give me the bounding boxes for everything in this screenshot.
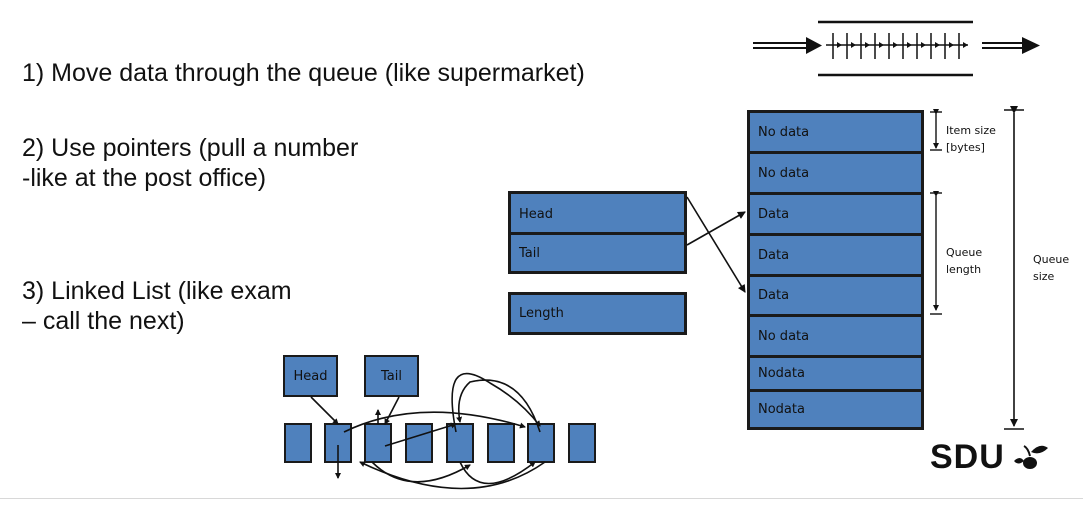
item-size-label-line2: [bytes] xyxy=(946,141,985,154)
conveyor-icon xyxy=(753,20,1040,77)
item-size-label: Item size [bytes] xyxy=(946,122,996,156)
queue-cell: Data xyxy=(747,192,924,233)
conveyor-in-arrowhead xyxy=(806,37,822,54)
conveyor-item-arrow xyxy=(865,42,870,48)
tail-pointer-box: Tail xyxy=(508,232,687,274)
link-arrow-4 xyxy=(384,422,457,447)
queue-length-label: Queue length xyxy=(946,244,982,278)
head-to-data-arrow xyxy=(686,196,746,293)
link-arrow-5 xyxy=(459,461,536,485)
queue-length-label-line1: Queue xyxy=(946,246,983,259)
bullet-use-pointers-line2: -like at the post office) xyxy=(22,164,267,192)
linked-list-node xyxy=(487,423,515,463)
linked-list-node xyxy=(405,423,433,463)
length-box: Length xyxy=(508,292,687,335)
link-arrow-7 xyxy=(371,461,471,483)
link-arrow-3 xyxy=(451,372,541,433)
queue-cell: Nodata xyxy=(747,355,924,389)
queue-cell: Data xyxy=(747,274,924,314)
queue-cell: No data xyxy=(747,110,924,151)
bullet-linked-list-line1: 3) Linked List (like exam xyxy=(22,277,292,305)
item-size-bracket xyxy=(930,109,942,151)
queue-cell: Nodata xyxy=(747,389,924,430)
conveyor-item-arrow xyxy=(879,42,884,48)
linked-list-arrows xyxy=(310,372,546,490)
head-pointer-box: Head xyxy=(508,191,687,234)
linked-list-node xyxy=(284,423,312,463)
linked-list-head-box: Head xyxy=(283,355,338,397)
queue-size-bracket xyxy=(1004,106,1024,430)
item-size-label-line1: Item size xyxy=(946,124,996,137)
queue-cell: No data xyxy=(747,314,924,355)
linked-list-node xyxy=(527,423,555,463)
conveyor-item-arrow xyxy=(963,42,968,48)
conveyor-out-arrowhead xyxy=(1022,37,1040,54)
bullet-move-data: 1) Move data through the queue (like sup… xyxy=(22,59,585,87)
queue-cell: Data xyxy=(747,233,924,274)
tail-to-data-arrow xyxy=(686,211,746,246)
conveyor-item-arrow xyxy=(949,42,954,48)
conveyor-item-arrow xyxy=(921,42,926,48)
queue-size-label: Queue size xyxy=(1033,251,1069,285)
bullet-use-pointers-line1: 2) Use pointers (pull a number xyxy=(22,134,359,162)
linked-list-tail-box: Tail xyxy=(364,355,419,397)
link-arrow-2 xyxy=(456,379,541,433)
queue-size-label-line1: Queue xyxy=(1033,253,1070,266)
conveyor-item-arrow xyxy=(935,42,940,48)
bullet-linked-list-line2: – call the next) xyxy=(22,307,185,335)
link-arrow-1 xyxy=(343,411,526,433)
queue-length-bracket xyxy=(930,191,942,315)
conveyor-item-arrow xyxy=(851,42,856,48)
sdu-logo: SDU xyxy=(930,438,1005,476)
queue-size-label-line2: size xyxy=(1033,270,1055,283)
tail-to-node-arrow xyxy=(384,396,400,425)
conveyor-items xyxy=(832,33,968,59)
conveyor-item-arrow xyxy=(907,42,912,48)
conveyor-item-arrow xyxy=(893,42,898,48)
footer-divider xyxy=(0,498,1083,499)
head-to-node-arrow xyxy=(310,396,339,425)
conveyor-item-arrow xyxy=(837,42,842,48)
queue-cell: No data xyxy=(747,151,924,192)
link-arrow-6 xyxy=(359,461,546,490)
queue-length-label-line2: length xyxy=(946,263,982,276)
sdu-apple-icon xyxy=(1014,445,1048,469)
linked-list-node xyxy=(568,423,596,463)
